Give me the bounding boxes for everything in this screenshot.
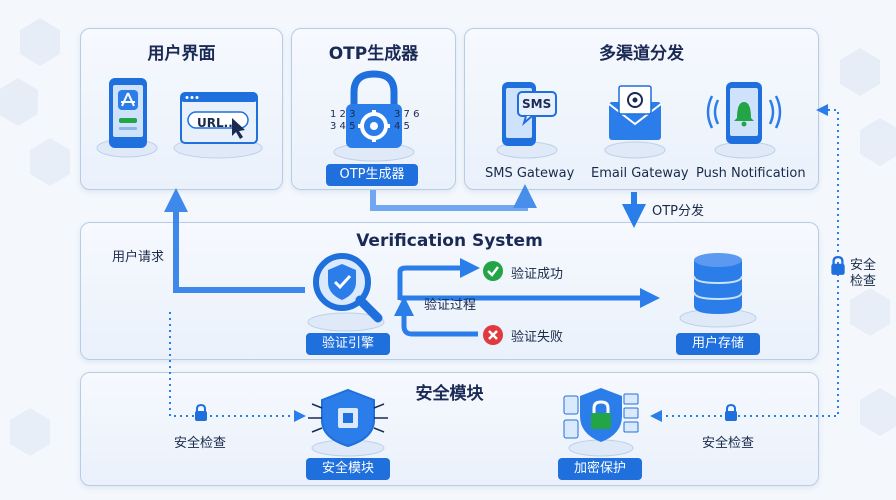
security-check-left-label: 安全检查 (174, 436, 227, 451)
chip-shield-icon (308, 388, 388, 457)
phone-app-icon (109, 78, 147, 148)
multichannel-title: 多渠道分发 (599, 44, 684, 64)
encryption-tag: 加密保护 (558, 458, 642, 480)
check-circle-icon (483, 261, 503, 281)
security-check-side-label-2: 检查 (850, 274, 877, 289)
padlock-small-icon (195, 404, 207, 421)
browser-url-icon (180, 92, 258, 144)
envelope-at-icon (608, 85, 662, 140)
database-icon (679, 253, 757, 328)
otp-digits-right: 3 7 6 4 5 (394, 109, 420, 132)
user-interface-title: 用户界面 (147, 44, 216, 64)
phone-bell-icon (706, 82, 782, 144)
security-check-right-label: 安全检查 (702, 436, 755, 451)
sms-badge: SMS (522, 97, 552, 111)
otp-generator-tag: OTP生成器 (326, 164, 418, 186)
user-storage-tag: 用户存储 (676, 333, 760, 355)
channel-push-notification: Push Notification (696, 166, 806, 181)
shield-lock-icon (563, 388, 639, 457)
verification-engine-tag: 验证引擎 (306, 333, 390, 355)
process-label: 验证过程 (424, 298, 477, 313)
otp-distribution-label: OTP分发 (652, 204, 705, 219)
padlock-small-icon (831, 256, 845, 275)
user-request-label: 用户请求 (112, 250, 165, 265)
security-check-side-label-1: 安全 (850, 258, 877, 273)
x-circle-icon (483, 325, 503, 345)
channel-email-gateway: Email Gateway (591, 166, 689, 181)
security-title: 安全模块 (415, 384, 484, 404)
channel-sms-gateway: SMS Gateway (485, 166, 575, 181)
success-label: 验证成功 (511, 267, 564, 282)
failure-label: 验证失败 (511, 330, 564, 345)
security-panel: 安全模块 (80, 372, 819, 486)
otp-generator-title: OTP生成器 (328, 44, 419, 64)
verification-title: Verification System (356, 231, 543, 251)
otp-digits-left: 1 2 3 3 4 5 (330, 109, 356, 132)
padlock-gear-icon (333, 70, 415, 162)
magnifier-shield-icon (307, 253, 385, 332)
phone-sms-icon (502, 82, 557, 146)
security-module-tag: 安全模块 (306, 458, 390, 480)
url-text: URL... (197, 116, 238, 130)
padlock-small-icon (725, 404, 737, 421)
